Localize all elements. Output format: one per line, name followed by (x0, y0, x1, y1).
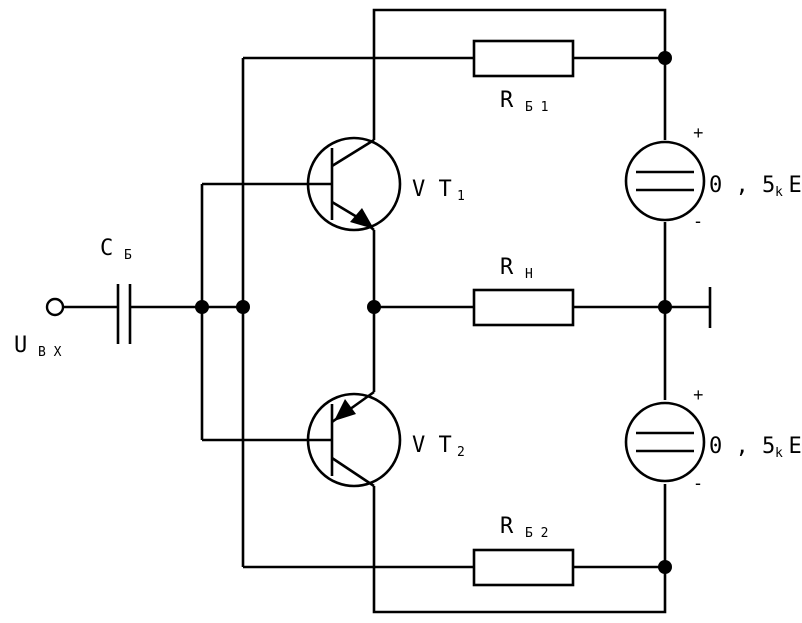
junction-dots (195, 51, 672, 574)
resistor-rb1 (472, 39, 575, 78)
transistor-vt2 (306, 390, 402, 488)
source2-subscript: k (775, 446, 783, 461)
vt2-label: V T (412, 433, 452, 458)
source1-plus: + (693, 123, 704, 143)
resistor-rb2 (472, 548, 575, 587)
source2-label: 0 , 5 E (709, 434, 802, 459)
emitter-arrow-icon (334, 399, 356, 421)
cb-label: C (100, 236, 113, 261)
input-terminal (45, 297, 65, 317)
vt1-label: V T (412, 177, 452, 202)
vt2-subscript: 2 (457, 445, 465, 460)
junction-dot (658, 51, 672, 65)
rb1-subscript: Б 1 (525, 100, 548, 115)
vt1-subscript: 1 (457, 189, 465, 204)
junction-dot (236, 300, 250, 314)
transistor-vt1 (306, 136, 402, 232)
source2-minus: - (695, 473, 701, 493)
voltage-source-2 (624, 401, 706, 483)
source1-minus: - (695, 211, 701, 231)
source2-plus: + (693, 385, 704, 405)
junction-dot (658, 300, 672, 314)
resistor-rh (472, 288, 575, 327)
uin-subscript: В Х (38, 345, 62, 360)
rb2-subscript: Б 2 (525, 526, 548, 541)
voltage-source-1 (624, 140, 706, 222)
rh-subscript: Н (525, 267, 533, 282)
uin-label: U (14, 333, 27, 358)
emitter-arrow-icon (350, 208, 374, 229)
rh-label: R (500, 255, 514, 280)
junction-dot (658, 560, 672, 574)
source1-label: 0 , 5 E (709, 173, 802, 198)
junction-dot (367, 300, 381, 314)
rb2-label: R (500, 514, 514, 539)
source1-subscript: k (775, 185, 783, 200)
wires (64, 8, 712, 614)
cb-subscript: Б (124, 248, 132, 263)
junction-dot (195, 300, 209, 314)
rb1-label: R (500, 88, 514, 113)
capacitor-cb (116, 284, 132, 344)
